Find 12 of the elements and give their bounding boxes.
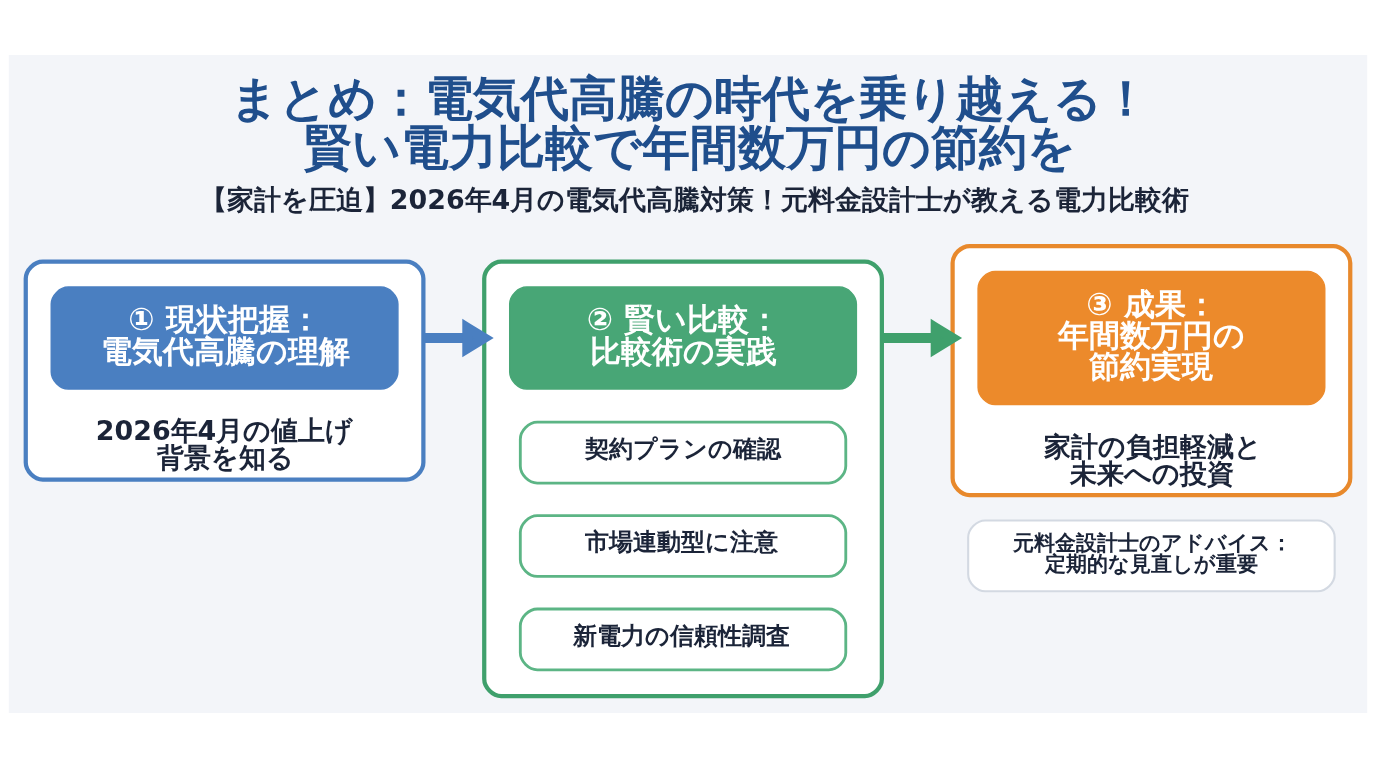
cluster (482, 259, 884, 699)
node-box: 新電力の信頼性調査 (518, 607, 848, 672)
node-box: ③ 成果：年間数万円の節約実現 (977, 270, 1326, 406)
arrow (881, 318, 963, 358)
caption: 【家計を圧迫】2026年4月の電気代高騰対策！元料金設計士が教える電力比較術 (199, 183, 1190, 215)
node-box: 契約プランの確認 (518, 420, 848, 485)
diagram-title: まとめ：電気代高騰の時代を乗り越える！賢い電力比較で年間数万円の節約を (230, 70, 1151, 175)
arrow (423, 318, 494, 358)
node-box: ① 現状把握：電気代高騰の理解 (50, 286, 399, 390)
node-box: 市場連動型に注意 (518, 514, 848, 578)
node-box: ② 賢い比較：比較術の実践 (509, 286, 858, 390)
node-box: 元料金設計士のアドバイス：定期的な見直しが重要 (967, 519, 1336, 593)
